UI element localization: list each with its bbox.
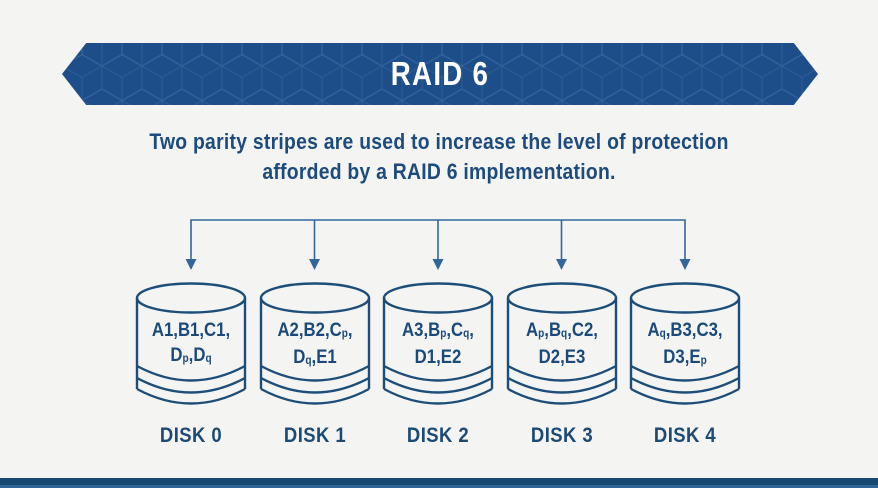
description-line-2: afforded by a RAID 6 implementation. <box>262 159 616 184</box>
disk-1-blocks: A2,B2,Cp,Dq,E1 <box>276 319 353 368</box>
disk-1: A2,B2,Cp,Dq,E1 DISK 1 <box>253 282 377 452</box>
fanout-arrows <box>185 219 691 270</box>
disk-4: Aq,B3,C3,D3,Ep DISK 4 <box>623 282 747 452</box>
description-line-1: Two parity stripes are used to increase … <box>149 129 729 154</box>
hex-cube-pattern-decoration <box>62 43 818 105</box>
disk-3: Ap,Bq,C2,D2,E3 DISK 3 <box>500 282 624 452</box>
disk-0-name: DISK 0 <box>159 423 223 447</box>
disk-2-blocks: A3,Bp,Cq,D1,E2 <box>402 319 474 368</box>
disk-cylinder-icon <box>629 282 741 405</box>
footer-bar <box>0 478 878 488</box>
page-title: RAID 6 <box>390 55 490 92</box>
disk-0: A1,B1,C1,Dp,Dq DISK 0 <box>129 282 253 452</box>
description: Two parity stripes are used to increase … <box>0 127 878 187</box>
disk-cylinder-icon <box>259 282 370 405</box>
disk-4-blocks: Aq,B3,C3,D3,Ep <box>647 319 723 368</box>
disk-0-blocks: A1,B1,C1,Dp,Dq <box>151 319 231 366</box>
title-banner: RAID 6 <box>62 43 818 105</box>
disk-cylinder-icon <box>506 282 617 405</box>
disk-4-name: DISK 4 <box>653 423 717 447</box>
disk-2: A3,Bp,Cq,D1,E2 DISK 2 <box>376 282 500 452</box>
disk-cylinder-icon <box>382 282 494 405</box>
disk-cylinder-icon <box>135 282 247 405</box>
disk-3-name: DISK 3 <box>530 423 593 447</box>
disk-1-name: DISK 1 <box>283 423 346 447</box>
disk-3-blocks: Ap,Bq,C2,D2,E3 <box>525 319 598 368</box>
disk-2-name: DISK 2 <box>406 423 470 447</box>
